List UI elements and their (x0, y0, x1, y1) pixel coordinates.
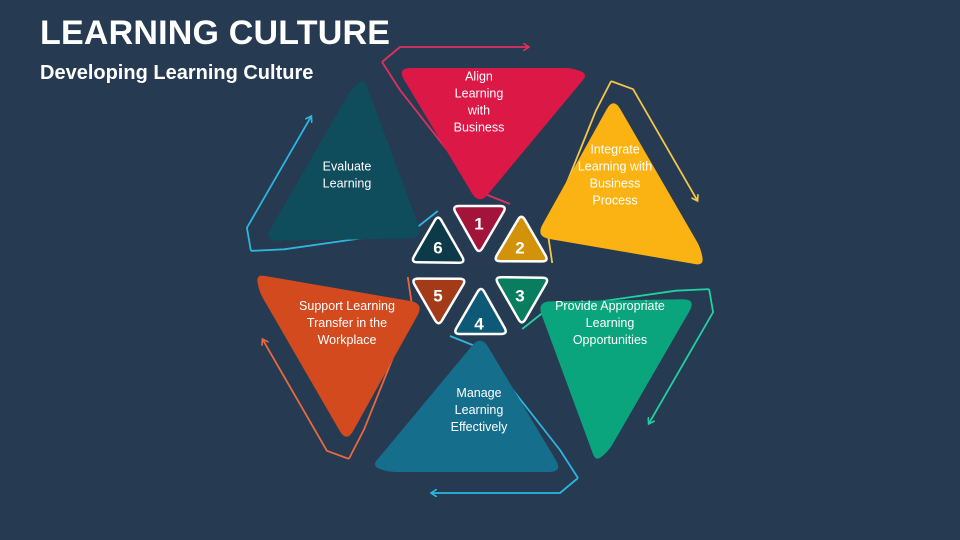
step-3-arrow (649, 288, 714, 423)
step-1-arrow (381, 47, 528, 63)
step-4-arrow (432, 477, 579, 493)
step-1-number-badge (453, 204, 506, 253)
step-1-number: 1 (474, 215, 483, 234)
step-5-triangle (257, 275, 420, 437)
page-subtitle: Developing Learning Culture (40, 62, 314, 84)
step-2-number-badge (494, 215, 548, 263)
step-4-number-badge (454, 287, 507, 336)
step-2-arrow (610, 80, 697, 200)
step-6-outline (250, 210, 439, 252)
step-2-outline (546, 80, 612, 264)
step-6-triangle (268, 81, 420, 241)
step-3-number-badge (495, 275, 549, 324)
step-5-number: 5 (433, 287, 442, 306)
step-3-triangle (540, 299, 692, 459)
step-6-number: 6 (433, 239, 442, 258)
step-4-outline (449, 335, 579, 479)
step-2-triangle (540, 103, 703, 265)
step-3-outline (521, 288, 710, 330)
step-4-triangle (374, 340, 559, 472)
step-5-outline (348, 276, 414, 460)
page-title: LEARNING CULTURE (40, 14, 391, 52)
step-4-number: 4 (474, 315, 484, 334)
step-5-arrow (263, 340, 350, 460)
step-6-arrow (246, 117, 311, 252)
step-1-outline (381, 61, 511, 205)
step-2-number: 2 (515, 239, 524, 258)
step-5-number-badge (412, 277, 466, 325)
step-6-number-badge (411, 216, 465, 265)
step-1-triangle (401, 68, 586, 200)
step-3-number: 3 (515, 287, 524, 306)
